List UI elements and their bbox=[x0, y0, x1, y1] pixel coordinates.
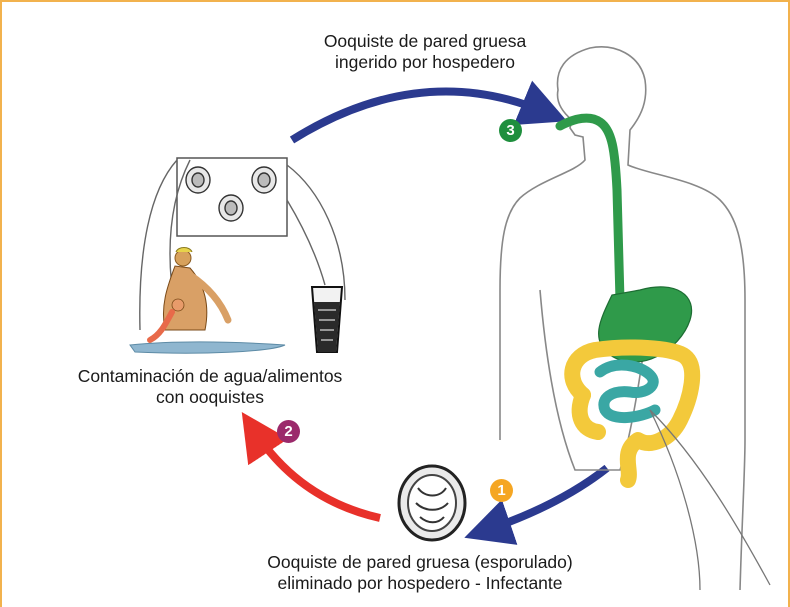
ingestion-label: Ooquiste de pared gruesa ingerido por ho… bbox=[275, 31, 575, 73]
arrow-contamination bbox=[241, 411, 381, 522]
step-badge-1: 1 bbox=[490, 479, 513, 502]
contamination-label-line1: Contaminación de agua/alimentos bbox=[77, 366, 343, 386]
arrow-ingestion bbox=[289, 80, 568, 144]
digestive-tract-upper bbox=[555, 113, 693, 363]
contamination-label-line2: con ooquistes bbox=[156, 387, 264, 407]
excretion-label-line2: eliminado por hospedero - Infectante bbox=[277, 573, 563, 593]
host-body-outline bbox=[499, 46, 746, 591]
contamination-label: Contaminación de agua/alimentos con ooqu… bbox=[20, 366, 400, 408]
sporulated-oocyst-icon bbox=[397, 464, 467, 542]
excretion-label: Ooquiste de pared gruesa (esporulado) el… bbox=[200, 552, 640, 594]
ingestion-label-line2: ingerido por hospedero bbox=[335, 52, 515, 72]
oocyst-icon bbox=[185, 166, 277, 222]
swimming-pool-scene bbox=[129, 247, 286, 354]
water-glass-icon bbox=[310, 286, 344, 353]
ingestion-label-line1: Ooquiste de pared gruesa bbox=[323, 31, 527, 51]
large-intestine bbox=[564, 339, 701, 488]
step-badge-2: 2 bbox=[277, 420, 300, 443]
oocyst-sample-box bbox=[176, 157, 288, 237]
excretion-label-line1: Ooquiste de pared gruesa (esporulado) bbox=[267, 552, 573, 572]
step-badge-3: 3 bbox=[499, 119, 522, 142]
contamination-bracket bbox=[139, 159, 346, 331]
small-intestine bbox=[594, 359, 661, 423]
leader-lines bbox=[649, 409, 771, 591]
arrow-excretion bbox=[464, 464, 610, 545]
